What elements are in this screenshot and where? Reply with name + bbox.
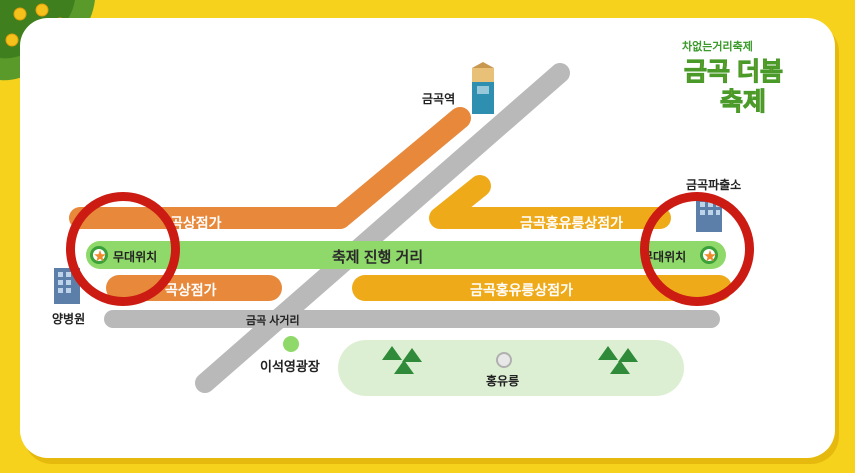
map-frame: 곡상점가 금곡홍유릉상점가 축제 진행 거리 곡상점가 금곡홍유릉상점가 금곡 …: [20, 18, 835, 458]
yellow-upper-street: [20, 18, 835, 458]
street-lower-right-label: 금곡홍유릉상점가: [470, 282, 574, 298]
tomb-label: 홍유릉: [486, 374, 520, 388]
festival-street-label: 축제 진행 거리: [332, 249, 424, 266]
stage-highlight-left: [66, 192, 180, 306]
station-building-icon: [468, 62, 498, 121]
street-upper-left-label: 곡상점가: [170, 215, 222, 231]
park-area: [338, 340, 684, 396]
logo-subtitle: 차없는거리축제: [682, 41, 753, 53]
diagonal-road: [20, 18, 835, 458]
tree-icon: [382, 346, 432, 387]
logo-title: 금곡 더봄: [684, 58, 784, 87]
road-label: 금곡 사거리: [246, 315, 300, 327]
street-lower-left-label: 곡상점가: [165, 282, 217, 298]
tomb-marker: [496, 352, 512, 368]
street-upper-right-label: 금곡홍유릉상점가: [520, 215, 624, 231]
stage-highlight-right: [640, 192, 754, 306]
horizontal-road: [104, 310, 720, 328]
tree-icon: [598, 346, 648, 387]
festival-street: [86, 241, 726, 269]
plaza-icon: [283, 336, 299, 352]
station-label: 금곡역: [422, 92, 456, 106]
plaza-label: 이석영광장: [260, 359, 320, 374]
police-label: 금곡파출소: [686, 178, 742, 192]
hospital-label: 양병원: [52, 312, 86, 326]
logo-title-line2: 축제: [719, 88, 767, 117]
